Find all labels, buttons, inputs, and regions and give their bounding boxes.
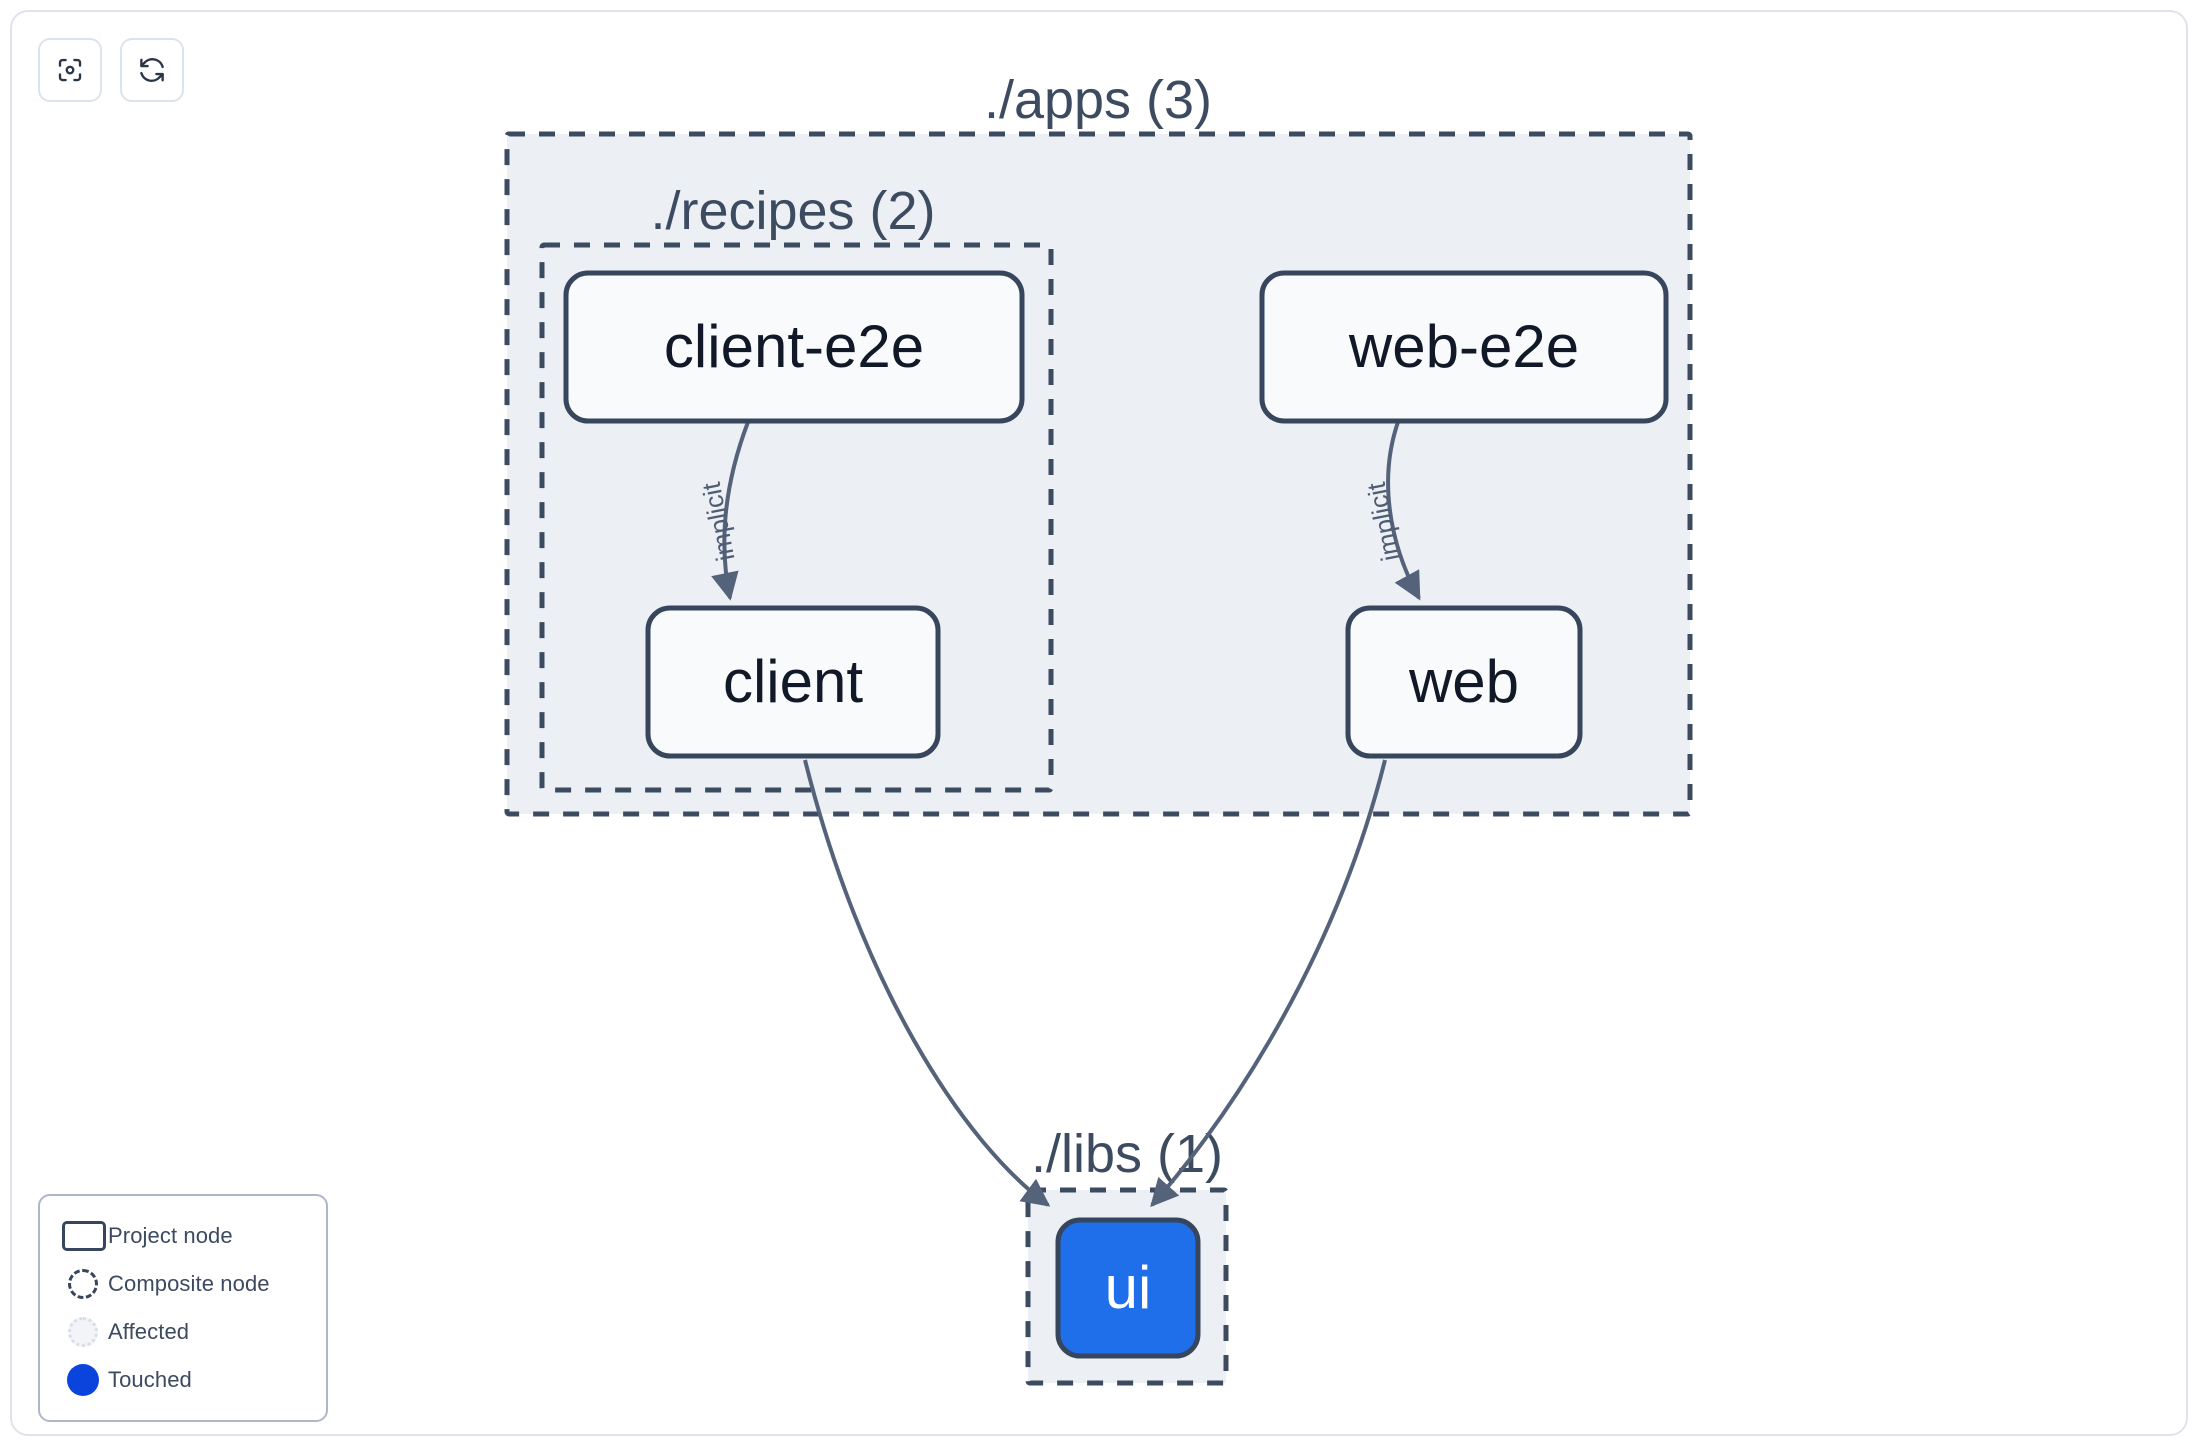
legend-label-project-node: Project node [108,1223,233,1248]
legend-label-composite-node: Composite node [108,1271,270,1296]
node-client-e2e[interactable]: client-e2e [563,270,1025,424]
group-recipes-label: ./recipes (2) [650,181,935,241]
node-web-label: web [1408,648,1519,715]
node-client-e2e-label: client-e2e [664,313,924,380]
edge-web-to-ui[interactable] [1150,759,1387,1208]
affected-node-icon [62,1317,108,1347]
node-web-e2e-box[interactable] [1259,270,1669,424]
edge-web-e2e-to-web[interactable] [1386,421,1421,601]
focus-icon [55,55,85,85]
group-apps-label: ./apps (3) [984,70,1212,130]
edge-client-to-ui[interactable] [803,759,1051,1207]
legend-item-affected: Affected [62,1308,306,1356]
node-client-label: client [723,648,863,715]
edge-client-e2e-to-client[interactable] [711,421,750,601]
graph-legend: Project node Composite node Affected Tou… [38,1194,328,1422]
node-ui-label: ui [1105,1254,1152,1321]
node-web-box[interactable] [1345,605,1583,759]
node-web-e2e[interactable]: web-e2e [1259,270,1669,424]
legend-item-composite-node: Composite node [62,1260,306,1308]
node-client-e2e-box[interactable] [563,270,1025,424]
legend-label-affected: Affected [108,1319,190,1344]
node-web[interactable]: web [1345,605,1583,759]
node-client[interactable]: client [645,605,941,759]
node-ui[interactable]: ui [1055,1217,1201,1359]
composite-node-icon [62,1269,108,1299]
touched-node-icon [62,1364,108,1396]
project-node-icon [62,1221,108,1251]
legend-label-touched: Touched [108,1367,192,1392]
group-libs-label: ./libs (1) [1031,1124,1223,1184]
focus-graph-button[interactable] [38,38,102,102]
graph-toolbar [38,38,184,102]
node-ui-box[interactable] [1055,1217,1201,1359]
legend-item-project-node: Project node [62,1212,306,1260]
legend-item-touched: Touched [62,1356,306,1404]
node-web-e2e-label: web-e2e [1348,313,1579,380]
graph-edges [711,421,1421,1208]
node-client-box[interactable] [645,605,941,759]
refresh-icon [137,55,167,85]
refresh-graph-button[interactable] [120,38,184,102]
